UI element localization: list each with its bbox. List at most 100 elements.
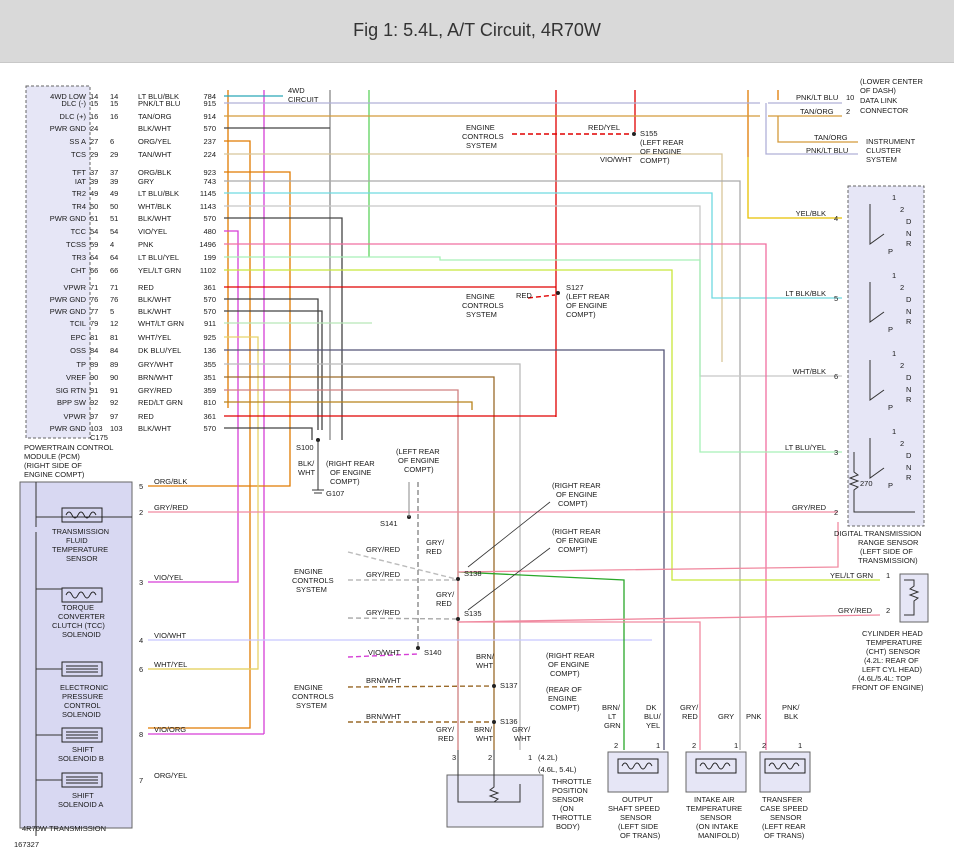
pcm-pin-a: 77 — [90, 307, 98, 316]
tr-wire-color: LT BLK/BLK — [785, 289, 826, 298]
engine-controls-low: ENGINE CONTROLS SYSTEM VIO/WHT BRN/WHT B… — [292, 648, 495, 721]
s100-loc-2: OF ENGINE — [330, 468, 371, 477]
s127-dest-3: SYSTEM — [466, 310, 497, 319]
tr-gear-label: N — [906, 463, 911, 472]
tr-gear-label: D — [906, 295, 912, 304]
pcm-pin-a: 50 — [90, 202, 98, 211]
tr-wire-pin: 5 — [834, 294, 838, 303]
tr-gear-label: 2 — [900, 361, 904, 370]
pcm-pin-b: 71 — [110, 283, 118, 292]
engine-controls-mid: ENGINE CONTROLS SYSTEM GRY/RED GRY/RED G… — [292, 538, 455, 617]
splice-s136: S136 (REAR OF ENGINE COMPT) — [492, 685, 582, 726]
pcm-wire-color: ORG/BLK — [138, 168, 171, 177]
tp-wire-1b: WHT — [514, 734, 531, 743]
s137-loc-3: COMPT) — [550, 669, 580, 678]
s136-loc-1: (REAR OF — [546, 685, 582, 694]
tr-gear-label: N — [906, 385, 911, 394]
oss-pin-2: 2 — [614, 741, 618, 750]
s135-loc-2: OF ENGINE — [556, 536, 597, 545]
trans-pin-number: 4 — [139, 636, 143, 645]
pcm-pin-b: 89 — [110, 360, 118, 369]
pcm-wire-color: GRY/WHT — [138, 360, 174, 369]
pcm-circuit-number: 914 — [203, 112, 216, 121]
tr-wire-color: WHT/BLK — [793, 367, 826, 376]
pcm-circuit-number: 810 — [203, 398, 216, 407]
tr-label-3: (LEFT SIDE OF — [860, 547, 913, 556]
pcm-pin-name: VPWR — [64, 283, 87, 292]
pcm-pin-name: CHT — [71, 266, 87, 275]
tr-gear-label: 2 — [900, 205, 904, 214]
iat-wire-1: GRY — [718, 712, 734, 721]
pcm-pin-a: 103 — [90, 424, 103, 433]
figure-title-bar: Fig 1: 5.4L, A/T Circuit, 4R70W — [0, 0, 954, 63]
pcm-wire-color: GRY/RED — [138, 386, 173, 395]
pcm-pin-a: 76 — [90, 295, 98, 304]
pcm-pin-b: 64 — [110, 253, 118, 262]
pcm-circuit-number: 570 — [203, 214, 216, 223]
trans-pin-color: VIO/WHT — [154, 631, 186, 640]
ecs-low-wire-2: BRN/WHT — [366, 676, 401, 685]
tcss-label-4: (LEFT REAR — [762, 822, 806, 831]
pcm-circuit-number: 1145 — [200, 189, 216, 198]
s155-id: S155 — [640, 129, 658, 138]
tcss-wire-2: PNK — [746, 712, 761, 721]
pcm-wire-color: RED/LT GRN — [138, 398, 183, 407]
pcm-pin-a: 27 — [90, 137, 98, 146]
pcm-pin-name: PWR GND — [50, 295, 87, 304]
oss-wire-1c: YEL — [646, 721, 660, 730]
s127-dest-2: CONTROLS — [462, 301, 504, 310]
pcm-pin-b: 16 — [110, 112, 118, 121]
pcm-pin-b: 90 — [110, 373, 118, 382]
tcss-pin-1: 1 — [798, 741, 802, 750]
trans-pin-number: 7 — [139, 776, 143, 785]
tcc-solenoid-label-2: CONVERTER — [58, 612, 106, 621]
pcm-label-3: (RIGHT SIDE OF — [24, 461, 82, 470]
pcm-pin-name: TFT — [72, 168, 86, 177]
pcm-pin-name: TR4 — [72, 202, 86, 211]
s155-down-wire: VIO/WHT — [600, 155, 632, 164]
trans-pin-color: ORG/YEL — [154, 771, 187, 780]
pcm-pin-a: 59 — [90, 240, 98, 249]
ecs-low-dest-3: SYSTEM — [296, 701, 327, 710]
pcm-pin-name: PWR GND — [50, 124, 87, 133]
oss-label-5: OF TRANS) — [620, 831, 661, 840]
tp-wire-1a: GRY/ — [512, 725, 531, 734]
cht-wire-1: YEL/LT GRN — [830, 571, 873, 580]
tr-label-1: DIGITAL TRANSMISSION — [834, 529, 921, 538]
pcm-pin-b: 54 — [110, 227, 118, 236]
fourwd-label-2: CIRCUIT — [288, 95, 319, 104]
iat-wire-2b: RED — [682, 712, 698, 721]
tr-gear-label: 1 — [892, 193, 896, 202]
epc-solenoid-label-4: SOLENOID — [62, 710, 101, 719]
ecs-low-brnwht-1: BRN/ — [476, 652, 495, 661]
s140-id: S140 — [424, 648, 442, 657]
pcm-pin-a: 64 — [90, 253, 98, 262]
tr-gear-label: D — [906, 451, 912, 460]
pcm-wire-color: WHT/BLK — [138, 202, 171, 211]
iat-label-2: TEMPERATURE — [686, 804, 742, 813]
tp-wire-3b: RED — [438, 734, 454, 743]
pcm-label-2: MODULE (PCM) — [24, 452, 80, 461]
pcm-pin-b: 39 — [110, 177, 118, 186]
pcm-circuit-number: 1496 — [199, 240, 216, 249]
pcm-wire-color: RED — [138, 412, 154, 421]
pcm-pin-b: 37 — [110, 168, 118, 177]
pcm-circuit-number: 361 — [203, 283, 216, 292]
trans-pin-color: ORG/BLK — [154, 477, 187, 486]
epc-solenoid-label-2: PRESSURE — [62, 692, 103, 701]
ecs-mid-gryred-a-1: GRY/ — [426, 538, 445, 547]
cht-label-3: (CHT) SENSOR — [866, 647, 921, 656]
pcm-pin-b: 66 — [110, 266, 118, 275]
trans-pin-color: GRY/RED — [154, 503, 189, 512]
s136-loc-3: COMPT) — [550, 703, 580, 712]
iat-sensor: GRY/ RED GRY 2 1 INTAKE AIR TEMPERATURE … — [680, 703, 747, 840]
s127-dest-1: ENGINE — [466, 292, 495, 301]
tr-wire-pin: 2 — [834, 508, 838, 517]
iat-pin-1: 1 — [734, 741, 738, 750]
pcm-pin-a: 84 — [90, 346, 98, 355]
tp-label-5: THROTTLE — [552, 813, 592, 822]
tft-sensor-label-3: TEMPERATURE — [52, 545, 108, 554]
dlc-wire-2: TAN/ORG — [800, 107, 834, 116]
pcm-circuit-number: 1143 — [200, 202, 216, 211]
tp-sensor: GRY/ RED BRN/ WHT GRY/ WHT 3 2 1 (4.2L) … — [436, 725, 592, 831]
